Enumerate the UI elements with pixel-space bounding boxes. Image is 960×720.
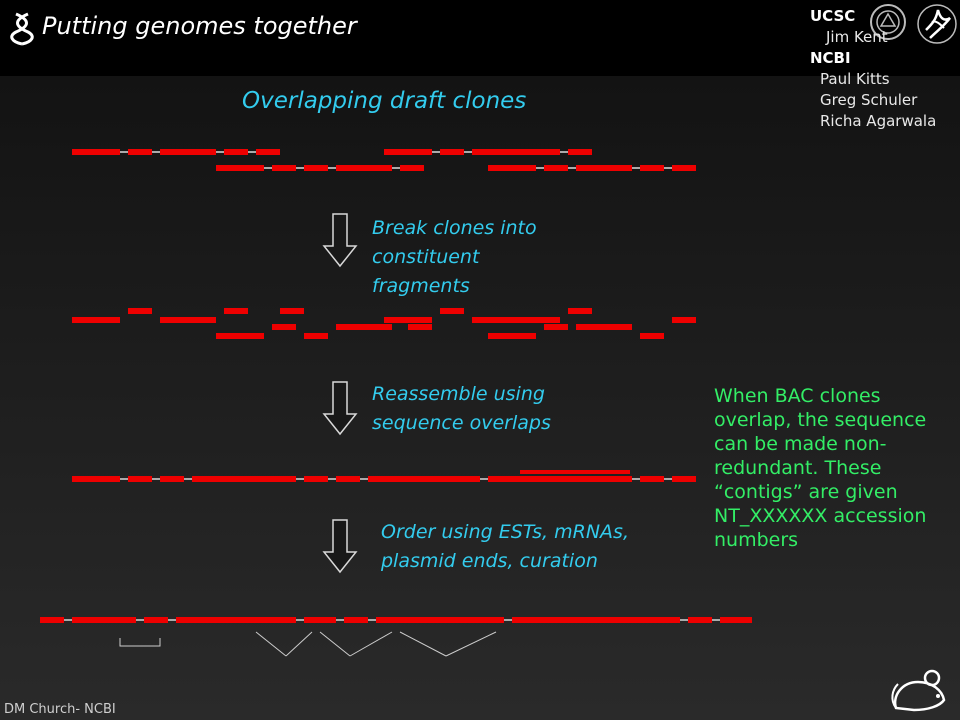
gap-connector [285,631,313,657]
clone-fragment [472,149,560,155]
slide-title: Putting genomes together [42,12,357,40]
clone-fragment [280,308,304,314]
clone-fragment [336,324,392,330]
clone-fragment [576,324,632,330]
credit-name-greg-schuler: Greg Schuler [820,91,918,109]
clone-fragment [160,149,216,155]
clone-fragment [128,476,152,482]
clone-fragment [304,333,328,339]
clone-fragment [512,617,680,623]
clone-fragment [568,149,592,155]
clone-fragment [304,476,328,482]
clone-fragment [376,617,504,623]
clone-fragment [384,317,432,323]
clone-fragment [408,324,432,330]
clone-fragment [400,165,424,171]
clone-fragment [72,149,120,155]
clone-fragment [672,476,696,482]
clone-fragment [720,617,752,623]
step-break-clones: Break clones into constituent fragments [372,217,537,297]
clone-fragment [472,317,560,323]
clone-fragment [336,165,392,171]
clone-fragment [160,317,216,323]
clone-fragment [344,617,368,623]
clone-fragment [640,476,664,482]
gap-bracket [119,638,161,647]
clone-fragment [72,617,136,623]
clone-fragment [72,476,120,482]
credit-name-jim-kent: Jim Kent [826,28,888,46]
clone-fragment [640,333,664,339]
clone-fragment [488,165,536,171]
down-arrow-icon [322,381,358,436]
mouse-icon [891,669,946,712]
clone-fragment [160,476,184,482]
clone-fragment [544,165,568,171]
clone-fragment [176,617,296,623]
clone-fragment [40,617,64,623]
clone-fragment [672,317,696,323]
step-order: Order using ESTs, mRNAs, plasmid ends, c… [381,521,629,572]
credit-name-paul-kitts: Paul Kitts [820,70,890,88]
down-arrow-icon [322,519,358,574]
slide-subtitle: Overlapping draft clones [242,88,527,114]
gap-connector [255,631,287,657]
dna-icon [10,12,34,46]
university-seal-icon [870,4,906,40]
step-reassemble: Reassemble using sequence overlaps [372,383,551,434]
clone-fragment [272,165,296,171]
clone-fragment [688,617,712,623]
clone-fragment [336,476,360,482]
clone-fragment [144,617,168,623]
credit-name-richa-agarwala: Richa Agarwala [820,112,937,130]
credit-org-ucsc: UCSC [810,7,856,25]
contig-note: When BAC clones overlap, the sequence ca… [714,385,927,551]
footer-credit: DM Church- NCBI [4,702,116,717]
clone-fragment [128,308,152,314]
clone-fragment [304,165,328,171]
clone-fragment [488,476,632,482]
clone-fragment [440,149,464,155]
clone-fragment [672,165,696,171]
slide-header: Putting genomes together UCSC Jim Kent N… [0,0,960,130]
clone-fragment [224,149,248,155]
clone-fragment [384,149,432,155]
down-arrow-icon [322,213,358,268]
gap-connector [445,631,497,657]
clone-fragment [216,333,264,339]
clone-fragment [368,476,480,482]
credit-org-ncbi: NCBI [810,49,851,67]
clone-fragment [256,149,280,155]
clone-fragment [576,165,632,171]
clone-fragment [192,476,296,482]
clone-fragment [440,308,464,314]
clone-fragment [272,324,296,330]
clone-fragment [216,165,264,171]
gap-connector [399,631,447,657]
clone-fragment [568,308,592,314]
gap-connector [319,631,351,657]
clone-fragment [128,149,152,155]
clone-fragment [488,333,536,339]
clone-fragment [72,317,120,323]
clone-fragment [224,308,248,314]
gap-connector [349,631,393,657]
clone-fragment [544,324,568,330]
clone-fragment [640,165,664,171]
clone-fragment [304,617,336,623]
clone-fragment [520,470,630,474]
hhs-eagle-icon [917,4,957,44]
credits-block: UCSC Jim Kent NCBI Paul Kitts Greg Schul… [810,6,936,132]
